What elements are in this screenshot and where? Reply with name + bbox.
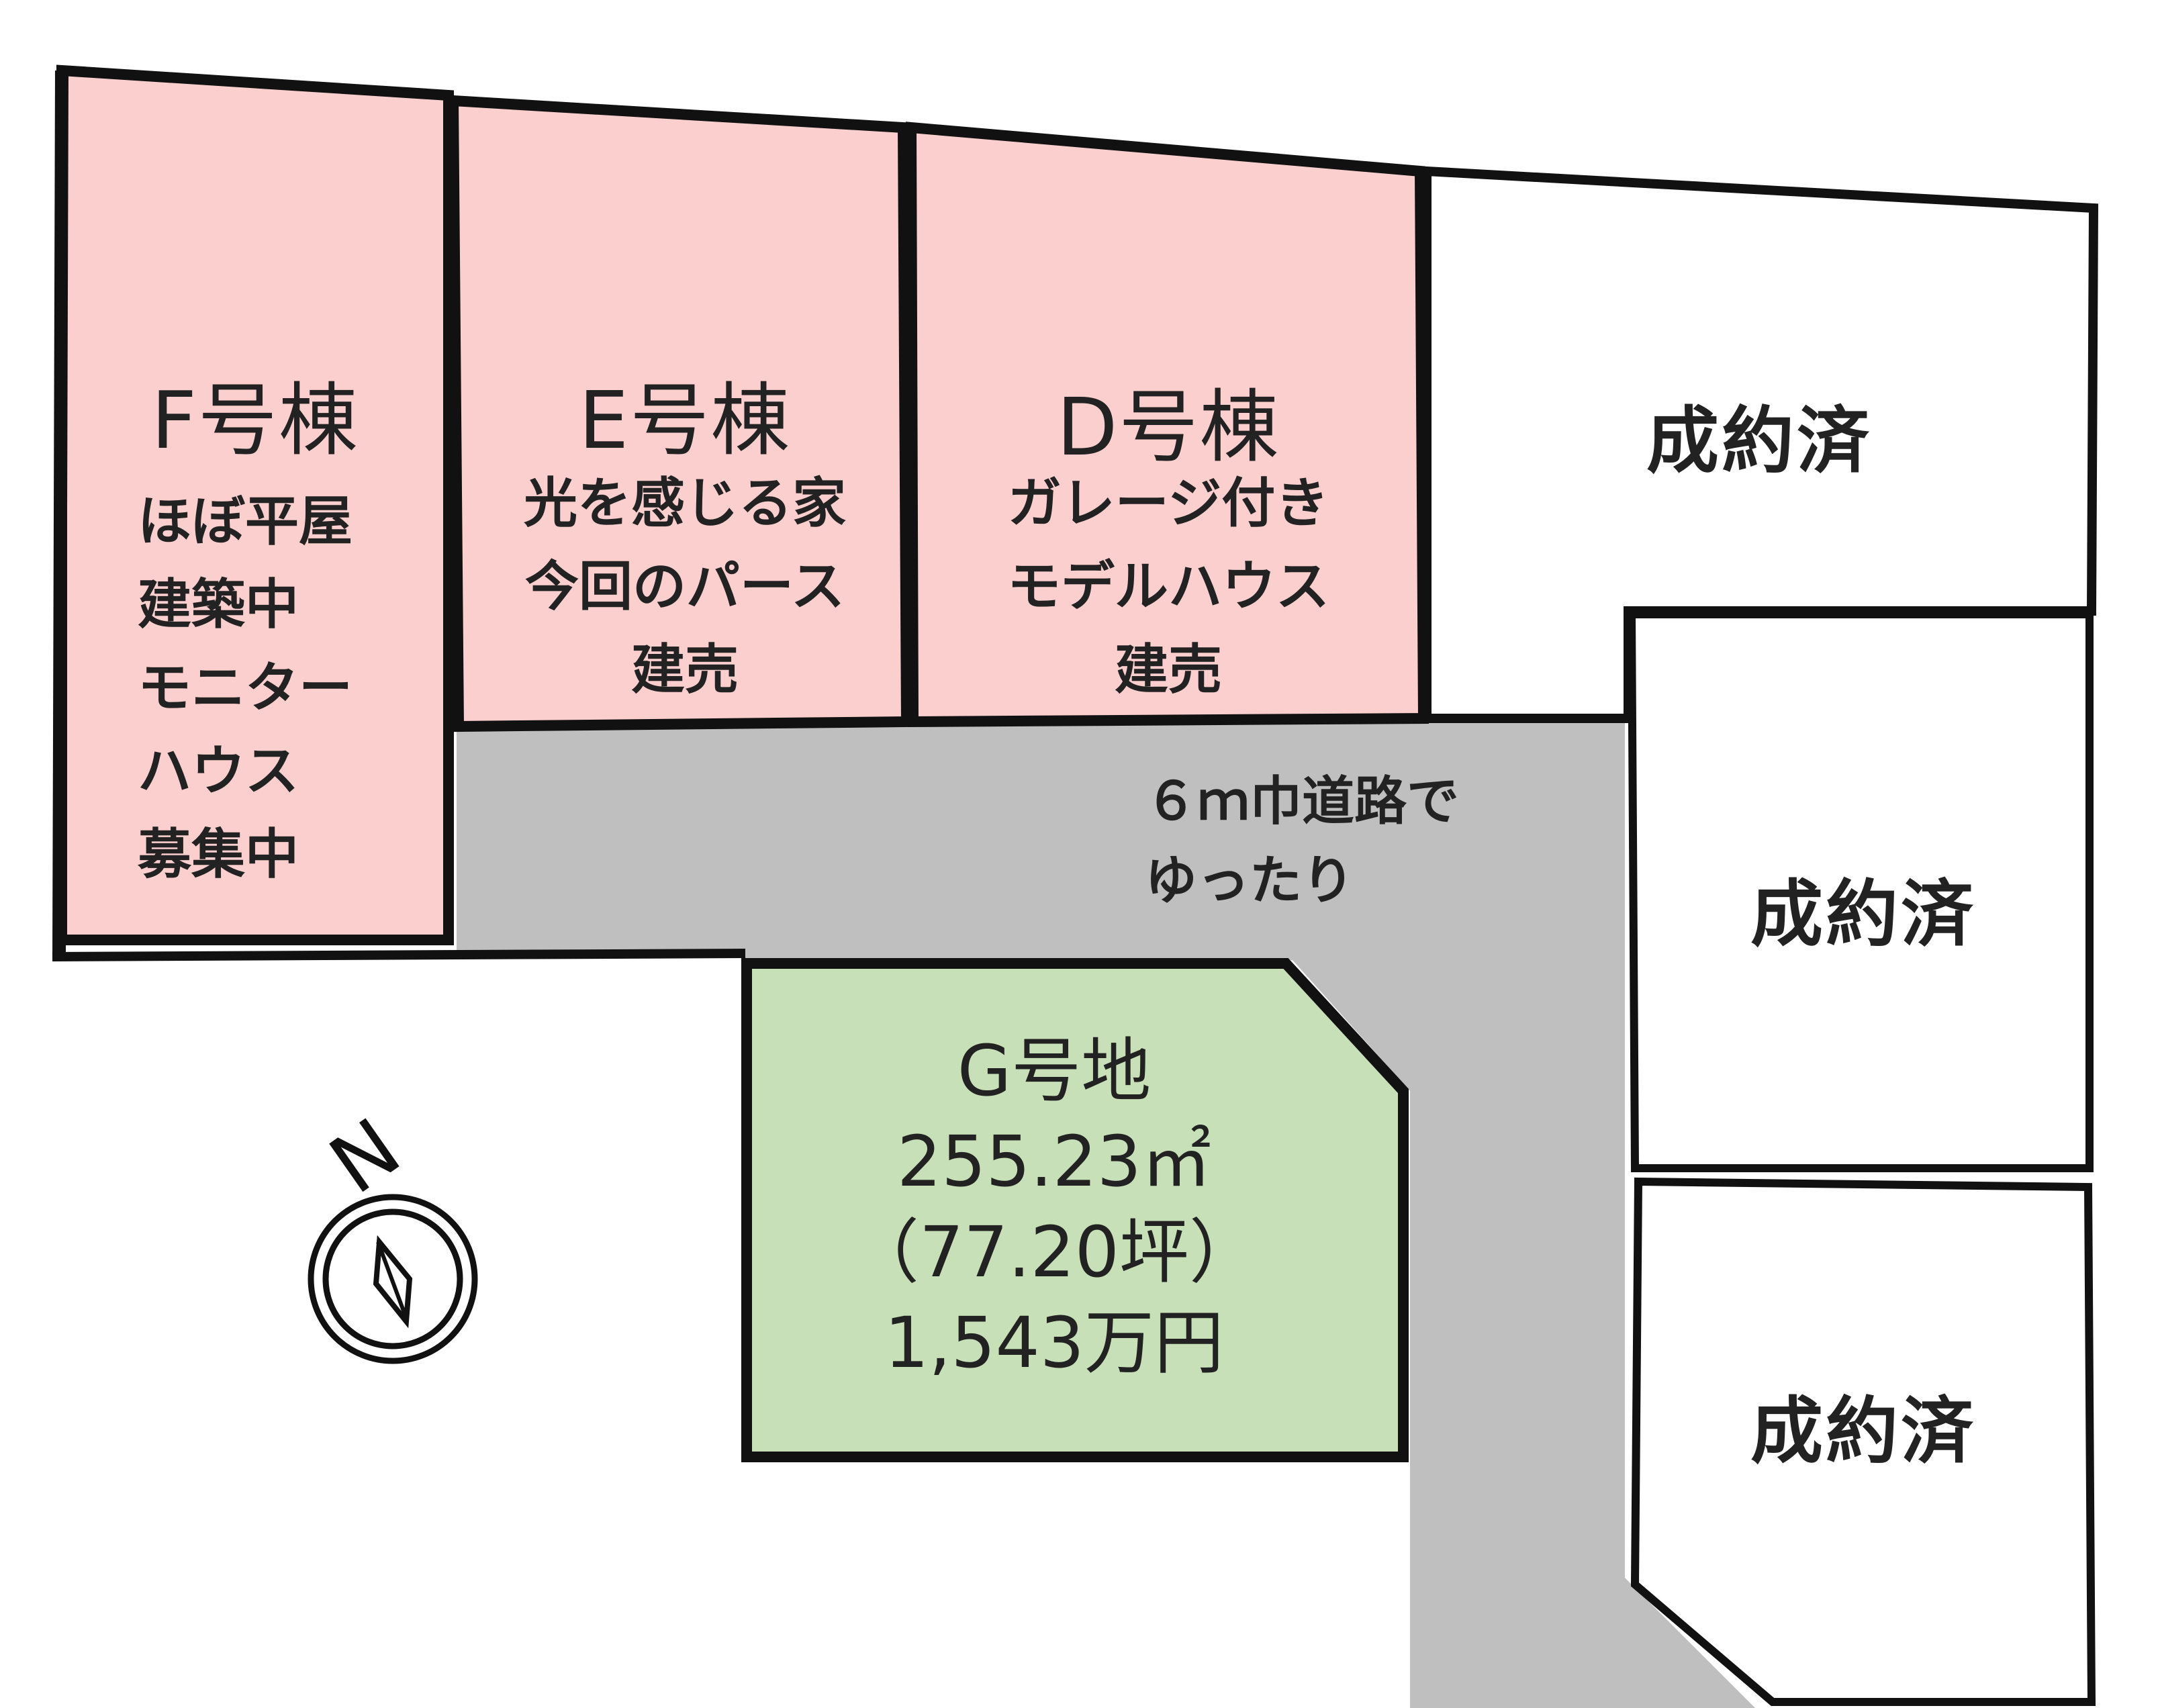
road-line-2: ゆったり <box>1145 851 1355 911</box>
lot-f-line-4: ハウス <box>138 740 299 802</box>
block-boundary-line <box>52 949 746 961</box>
lot-g-area-m2: 255.23㎡ <box>897 1121 1211 1202</box>
lot-e-line-1: 光を感じる家 <box>524 472 846 534</box>
road-area <box>457 718 1755 1708</box>
road-line-1: ６ｍ巾道路で <box>1145 771 1460 832</box>
road-label: ６ｍ巾道路でゆったり <box>1145 762 1459 920</box>
lot-f-line-3: モニター <box>138 657 353 719</box>
lot-d-line-3: 建売 <box>1115 638 1222 701</box>
lot-f-title: F号棟 <box>151 374 359 467</box>
lot-g-shape[interactable] <box>741 958 1409 1462</box>
lot-f-line-2: 建築中 <box>138 573 299 636</box>
lot-g-price: 1,543万円 <box>884 1302 1224 1384</box>
lot-g-title: G号地 <box>957 1030 1152 1112</box>
sold-lot-2-shape[interactable] <box>1627 610 2094 1172</box>
lot-d-line-1: ガレージ付き <box>1007 472 1329 534</box>
lot-e-line-2: 今回のパース <box>525 555 845 618</box>
sold-label-1: 成約済 <box>1646 399 1872 483</box>
lot-e-line-3: 建売 <box>631 638 739 701</box>
lot-f-description: ほぼ平屋建築中モニターハウス募集中 <box>138 480 353 896</box>
sold-lot-3-shape[interactable] <box>1630 1177 2096 1706</box>
lot-d-line-2: モデルハウス <box>1007 555 1329 618</box>
lot-e-title: E号棟 <box>578 374 792 467</box>
lot-g-area-tsubo: （77.20坪） <box>849 1211 1259 1293</box>
north-arrow-icon <box>308 1194 478 1364</box>
sold-label-3: 成約済 <box>1750 1390 1976 1474</box>
sold-label-2: 成約済 <box>1750 873 1976 957</box>
lot-e-shape[interactable] <box>447 95 912 732</box>
lot-d-description: ガレージ付きモデルハウス建売 <box>920 462 1417 712</box>
lot-e-description: 光を感じる家今回のパース建売 <box>463 462 906 712</box>
lot-d-title: D号棟 <box>1056 381 1280 473</box>
lot-f-line-5: 募集中 <box>138 823 299 886</box>
lot-f-line-1: ほぼ平屋 <box>138 490 353 553</box>
lot-f-left-edge <box>52 70 68 957</box>
